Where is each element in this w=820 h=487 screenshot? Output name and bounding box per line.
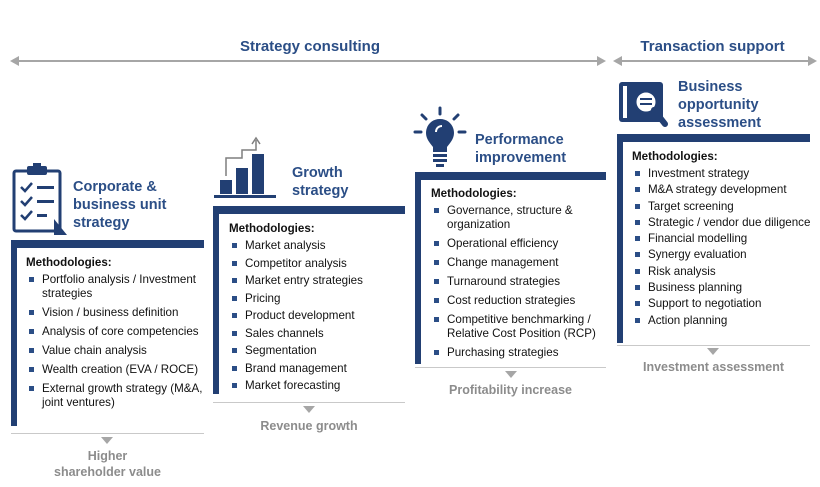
methodology-item: Market entry strategies (229, 274, 405, 288)
arrow-right-head-2 (808, 56, 817, 66)
methodology-item: Analysis of core competencies (26, 325, 206, 339)
column-3-side-bar (415, 172, 421, 364)
methodology-item: Pricing (229, 292, 405, 306)
column-4-outcome: Investment assessment (617, 359, 810, 375)
column-2-methodologies: Methodologies: Market analysis Competito… (229, 222, 405, 393)
column-1-divider (11, 433, 204, 434)
column-3-top-bar (415, 172, 606, 180)
arrow-right-head (597, 56, 606, 66)
column-2-outcome: Revenue growth (213, 418, 405, 434)
magnifier-document-icon (617, 80, 673, 135)
methodology-item: Purchasing strategies (431, 346, 608, 360)
column-4-title-line-1: Business (678, 79, 743, 95)
column-2-outcome-line-1: Revenue growth (260, 419, 358, 433)
methodology-item: Support to negotiation (632, 297, 812, 311)
methodology-list: Governance, structure & organization Ope… (431, 204, 608, 360)
column-1-title-line-2: business unit (73, 197, 167, 213)
methodology-item: Business planning (632, 281, 812, 295)
column-2-divider (213, 402, 405, 403)
methodology-item: Segmentation (229, 344, 405, 358)
column-4-top-bar (617, 134, 810, 142)
methodology-item: Vision / business definition (26, 306, 206, 320)
column-3-methodologies: Methodologies: Governance, structure & o… (431, 187, 608, 360)
methodology-item: Cost reduction strategies (431, 294, 608, 308)
methodology-list: Portfolio analysis / Investment strategi… (26, 273, 206, 410)
methodology-item: Product development (229, 309, 405, 323)
column-4-title-line-3: assessment (678, 115, 762, 131)
methodologies-label: Methodologies: (229, 222, 315, 235)
methodology-item: Risk analysis (632, 265, 812, 279)
methodology-item: Competitive benchmarking / Relative Cost… (431, 313, 608, 341)
column-3-outcome-arrow (505, 371, 517, 378)
methodology-item: Market forecasting (229, 379, 405, 393)
lightbulb-icon (412, 106, 468, 173)
column-4-title-line-2: opportunity (678, 97, 759, 113)
column-1-side-bar (11, 240, 17, 426)
column-2-top-bar (213, 206, 405, 214)
column-4-title: Business opportunity assessment (678, 78, 761, 132)
methodology-item: Portfolio analysis / Investment strategi… (26, 273, 206, 301)
column-3-divider (415, 367, 606, 368)
methodology-item: Sales channels (229, 327, 405, 341)
methodology-item: External growth strategy (M&A, joint ven… (26, 382, 206, 410)
column-3-title-line-2: improvement (475, 150, 567, 166)
column-1-outcome-arrow (101, 437, 113, 444)
methodology-item: Value chain analysis (26, 344, 206, 358)
column-3-title: Performance improvement (475, 131, 566, 167)
column-4-outcome-arrow (707, 348, 719, 355)
methodology-item: Brand management (229, 362, 405, 376)
column-2-outcome-arrow (303, 406, 315, 413)
methodology-item: Market analysis (229, 239, 405, 253)
column-3-outcome-line-1: Profitability increase (449, 383, 572, 397)
methodology-item: Financial modelling (632, 232, 812, 246)
column-2-title: Growth strategy (292, 164, 348, 200)
column-1-outcome-line-2: shareholder value (54, 465, 161, 479)
column-1-top-bar (11, 240, 204, 248)
column-4-methodologies: Methodologies: Investment strategy M&A s… (632, 150, 812, 328)
methodology-item: Operational efficiency (431, 237, 608, 251)
methodology-item: Governance, structure & organization (431, 204, 608, 232)
methodology-item: Wealth creation (EVA / ROCE) (26, 363, 206, 377)
column-2-title-line-1: Growth (292, 165, 343, 181)
methodologies-label: Methodologies: (431, 187, 517, 200)
methodology-item: Change management (431, 256, 608, 270)
methodology-item: Synergy evaluation (632, 248, 812, 262)
transaction-support-arrow (621, 60, 809, 62)
column-4-outcome-line-1: Investment assessment (642, 360, 785, 374)
strategy-consulting-label: Strategy consulting (239, 38, 381, 55)
transaction-support-label: Transaction support (640, 38, 785, 55)
methodology-list: Market analysis Competitor analysis Mark… (229, 239, 405, 393)
column-2-title-line-2: strategy (292, 183, 349, 199)
methodologies-label: Methodologies: (632, 150, 718, 163)
bar-chart-growth-icon (212, 136, 280, 203)
methodology-list: Investment strategy M&A strategy develop… (632, 167, 812, 328)
column-3-title-line-1: Performance (475, 132, 564, 148)
checklist-icon (11, 163, 67, 240)
column-1-title: Corporate & business unit strategy (73, 178, 166, 232)
column-3-outcome: Profitability increase (415, 382, 606, 398)
column-1-methodologies: Methodologies: Portfolio analysis / Inve… (26, 256, 206, 410)
methodologies-label: Methodologies: (26, 256, 112, 269)
methodology-item: Competitor analysis (229, 257, 405, 271)
methodology-item: Turnaround strategies (431, 275, 608, 289)
column-2-side-bar (213, 206, 219, 394)
methodology-item: Target screening (632, 200, 812, 214)
column-1-outcome: Higher shareholder value (11, 448, 204, 480)
arrow-left-head-2 (613, 56, 622, 66)
methodology-item: Strategic / vendor due diligence (632, 216, 812, 230)
column-1-outcome-line-1: Higher (87, 449, 128, 463)
column-4-side-bar (617, 134, 623, 343)
strategy-consulting-arrow (18, 60, 598, 62)
methodology-item: Action planning (632, 314, 812, 328)
column-1-title-line-1: Corporate & (73, 179, 157, 195)
column-1-title-line-3: strategy (73, 215, 130, 231)
methodology-item: Investment strategy (632, 167, 812, 181)
methodology-item: M&A strategy development (632, 183, 812, 197)
arrow-left-head (10, 56, 19, 66)
column-4-divider (617, 345, 810, 346)
